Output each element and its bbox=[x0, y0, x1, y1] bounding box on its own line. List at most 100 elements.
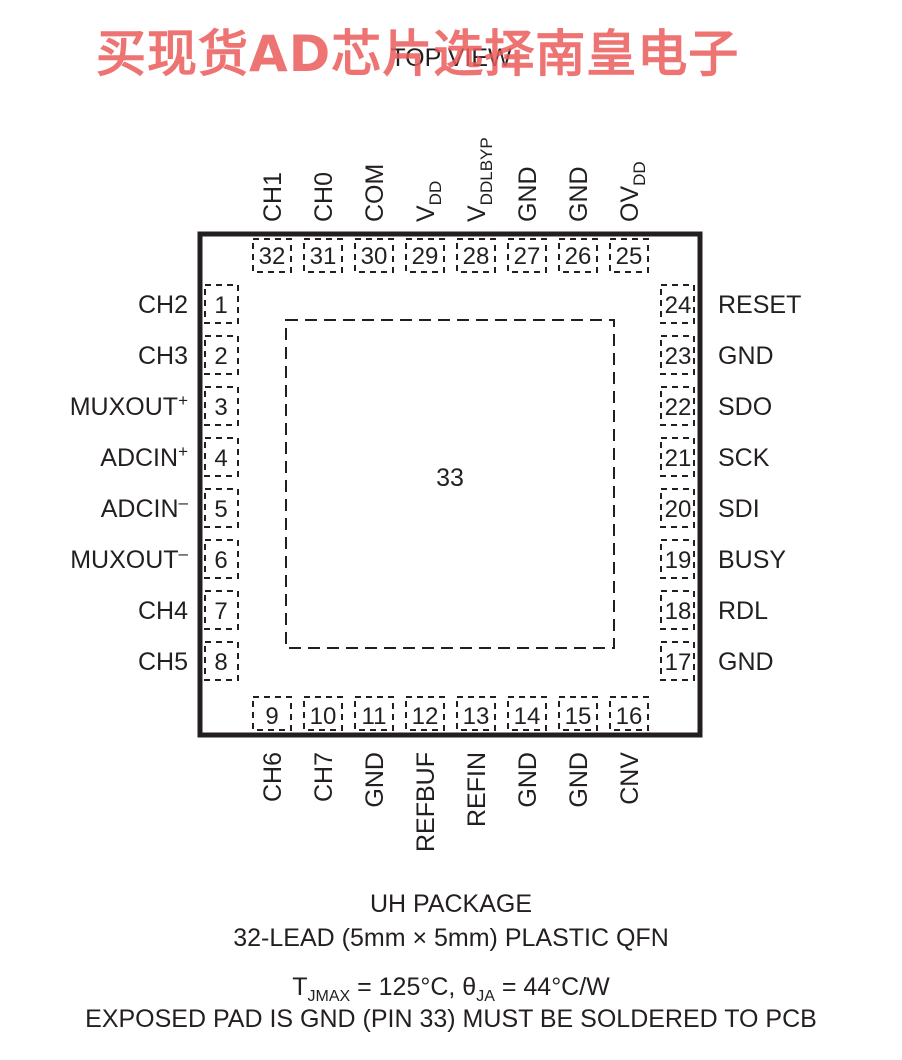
pin-number: 1 bbox=[214, 292, 227, 319]
exposed-pad-note: EXPOSED PAD IS GND (PIN 33) MUST BE SOLD… bbox=[85, 1005, 817, 1033]
package-description: 32-LEAD (5mm × 5mm) PLASTIC QFN bbox=[233, 924, 669, 952]
pin-label-superscript: + bbox=[178, 442, 188, 461]
pin-label-name: COM bbox=[361, 164, 389, 222]
tjmax-value: = 125°C, θ bbox=[350, 973, 477, 1001]
pin-number: 29 bbox=[412, 243, 439, 270]
pin-pad bbox=[252, 696, 292, 731]
pin-pad bbox=[405, 238, 445, 273]
pin-label-superscript: – bbox=[179, 493, 189, 512]
pin-pad bbox=[204, 335, 239, 375]
pin-number: 14 bbox=[514, 703, 541, 730]
pin-label: CH5 bbox=[138, 648, 188, 676]
pin-pad bbox=[303, 696, 343, 731]
pin-label-name: MUXOUT bbox=[70, 393, 178, 421]
pin-label: CH7 bbox=[310, 752, 338, 802]
pin-label-name: CH0 bbox=[310, 172, 338, 222]
pin-label-name: V bbox=[463, 205, 491, 222]
pin-label-subscript: DD bbox=[426, 181, 445, 206]
tjmax-symbol: T bbox=[292, 973, 308, 1001]
pin-number: 5 bbox=[214, 496, 227, 523]
pin-pad bbox=[660, 539, 695, 579]
pin-label: CH0 bbox=[310, 172, 338, 222]
pin-label: REFIN bbox=[463, 752, 491, 827]
pin-label: SDO bbox=[718, 393, 772, 421]
pin-label-name: CH2 bbox=[138, 291, 188, 319]
pin-number: 18 bbox=[665, 598, 692, 625]
pin-pad bbox=[204, 437, 239, 477]
pin-number: 17 bbox=[665, 649, 692, 676]
pin-label-name: GND bbox=[514, 166, 542, 222]
pin-label: OVDD bbox=[616, 161, 649, 222]
pin-label: ADCIN+ bbox=[100, 442, 188, 472]
pin-number: 10 bbox=[310, 703, 337, 730]
tjmax-subscript: JMAX bbox=[307, 988, 351, 1005]
package-name: UH PACKAGE bbox=[369, 890, 533, 918]
pin-label: RESET bbox=[718, 291, 801, 319]
pin-number: 23 bbox=[665, 343, 692, 370]
pin-pad bbox=[204, 539, 239, 579]
pin-number: 19 bbox=[665, 547, 692, 574]
pin-label-superscript: – bbox=[179, 544, 189, 563]
pin-number: 3 bbox=[214, 394, 227, 421]
pin-pad bbox=[456, 696, 496, 731]
pin-label-subscript: DDLBYP bbox=[477, 137, 496, 205]
pin-label: RDL bbox=[718, 597, 768, 625]
pin-pad bbox=[354, 696, 394, 731]
pin-number: 24 bbox=[665, 292, 692, 319]
pin-pad bbox=[204, 590, 239, 630]
pin-pad bbox=[204, 488, 239, 528]
pin-label: GND bbox=[565, 166, 593, 222]
pin-label-name: CH4 bbox=[138, 597, 188, 625]
pin-pad bbox=[252, 238, 292, 273]
pin-number: 9 bbox=[265, 703, 278, 730]
pin-label: CH2 bbox=[138, 291, 188, 319]
pin-number: 20 bbox=[665, 496, 692, 523]
pin-pad bbox=[456, 238, 496, 273]
pin-label: GND bbox=[718, 342, 774, 370]
pin-pad bbox=[660, 335, 695, 375]
pin-label: ADCIN– bbox=[101, 493, 189, 523]
pin-number: 12 bbox=[412, 703, 439, 730]
pin-pad bbox=[354, 238, 394, 273]
exposed-pad bbox=[285, 319, 615, 649]
pin-number: 30 bbox=[361, 243, 388, 270]
pin-label: SDI bbox=[718, 495, 760, 523]
pin-pad bbox=[609, 238, 649, 273]
pin-label-superscript: + bbox=[178, 391, 188, 410]
pin-label: COM bbox=[361, 164, 389, 222]
pin-label: CH3 bbox=[138, 342, 188, 370]
pin-number: 31 bbox=[310, 243, 337, 270]
pin-number: 16 bbox=[616, 703, 643, 730]
pin-pad bbox=[660, 284, 695, 324]
pin-number: 15 bbox=[565, 703, 592, 730]
pin-number: 25 bbox=[616, 243, 643, 270]
pin-number: 22 bbox=[665, 394, 692, 421]
pin-number: 26 bbox=[565, 243, 592, 270]
pin-number: 4 bbox=[214, 445, 227, 472]
pin-label-name: GND bbox=[565, 166, 593, 222]
pin-label: CH1 bbox=[259, 172, 287, 222]
pin-label-name: CH3 bbox=[138, 342, 188, 370]
pin-pad bbox=[660, 488, 695, 528]
pin-number: 13 bbox=[463, 703, 490, 730]
pin-label: GND bbox=[514, 752, 542, 808]
pin-number: 6 bbox=[214, 547, 227, 574]
pin-pad bbox=[660, 386, 695, 426]
pin-label-name: CH1 bbox=[259, 172, 287, 222]
pin-label: BUSY bbox=[718, 546, 786, 574]
pin-number: 2 bbox=[214, 343, 227, 370]
pin-label-name: ADCIN bbox=[100, 444, 178, 472]
pin-label: CNV bbox=[616, 752, 644, 805]
pin-pad bbox=[660, 437, 695, 477]
pin-label: CH4 bbox=[138, 597, 188, 625]
theta-subscript: JA bbox=[476, 988, 495, 1005]
pin-label-name: V bbox=[412, 205, 440, 222]
pin-label-name: MUXOUT bbox=[70, 546, 178, 574]
pin-label: VDDLBYP bbox=[463, 137, 496, 222]
pin-pad bbox=[405, 696, 445, 731]
pin-number: 11 bbox=[362, 703, 387, 730]
pin-label: GND bbox=[565, 752, 593, 808]
pin-pad bbox=[609, 696, 649, 731]
pin-pad bbox=[660, 590, 695, 630]
